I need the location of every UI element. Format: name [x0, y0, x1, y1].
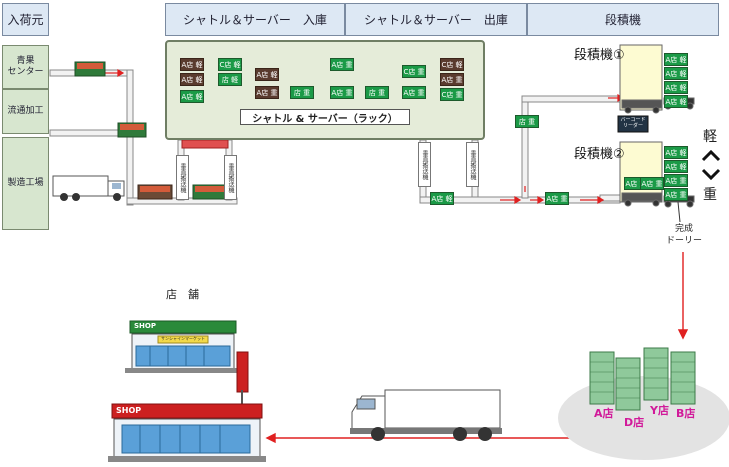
outbound-lift-2: 垂直搬送機: [466, 142, 479, 187]
rack-entrance: [181, 139, 229, 149]
inbound-lift-1: 垂直搬送機: [176, 155, 189, 200]
header-source: 入荷元: [2, 3, 49, 36]
weight-light-label: 軽: [703, 129, 717, 145]
store-name-label: A店: [594, 407, 614, 420]
store-name-label: Y店: [650, 404, 669, 417]
lift-label: 垂直搬送機: [227, 162, 234, 193]
palletizer-2-label: 段積機②: [574, 147, 625, 162]
truck-source: [52, 175, 125, 201]
palletizer-1-tag: A店 軽: [664, 53, 688, 66]
weight-chevrons: [701, 149, 721, 181]
completed-dolly-label: 完成 ドーリー: [665, 224, 702, 246]
delivery-truck: [350, 389, 502, 441]
rack-tag: C店 重: [440, 88, 464, 101]
palletizer-1-tag: A店 軽: [664, 67, 688, 80]
shop-top: [125, 320, 241, 373]
line-tag: A店 軽: [430, 192, 454, 205]
rack-tag: A店 軽: [180, 58, 204, 71]
rack-tag: A店 重: [330, 86, 354, 99]
outbound-lift-1: 垂直搬送機: [418, 142, 431, 187]
source-distribution-label: 流通加工: [7, 105, 44, 116]
dispatch-stacks: [589, 347, 696, 411]
rack-label: シャトル & サーバー（ラック）: [240, 109, 410, 125]
delivery-arrow: [265, 252, 689, 444]
lift-label: 垂直搬送機: [421, 149, 428, 180]
header-outbound: シャトル＆サーバー 出庫: [345, 3, 527, 36]
barcode-reader-label: バーコード リーダー: [620, 117, 646, 129]
rack-tag: A店 軽: [180, 73, 204, 86]
palletizer-2-tag: A店 軽: [664, 160, 688, 173]
palletizer-2-tag: A店 重: [640, 177, 664, 190]
rack-tag: C店 軽: [440, 58, 464, 71]
rack-tag: 店 軽: [218, 73, 242, 86]
header-inbound: シャトル＆サーバー 入庫: [165, 3, 345, 36]
shop-bottom-label: SHOP: [116, 406, 142, 415]
source-distribution: 流通加工: [2, 89, 49, 134]
palletizer-2-tag: A店 軽: [664, 146, 688, 159]
store-title: 店 舗: [166, 288, 199, 301]
produce-crates: [74, 61, 228, 200]
palletizer-1-tag: A店 軽: [664, 81, 688, 94]
shop-top-label: SHOP: [134, 322, 156, 330]
palletizer-2: [619, 141, 695, 208]
rack-tag: A店 軽: [180, 90, 204, 103]
rack-tag: A店 軽: [255, 68, 279, 81]
weight-heavy-label: 重: [703, 187, 717, 203]
source-factory: 製造工場: [2, 137, 49, 230]
palletizer-2-tag: A店 重: [664, 174, 688, 187]
store-name-label: D店: [624, 416, 645, 429]
palletizer-1-label: 段積機①: [574, 48, 625, 63]
line-tag: 店 重: [515, 115, 539, 128]
rack-tag: C店 重: [402, 65, 426, 78]
rack-tag: A店 重: [330, 58, 354, 71]
shop-pole: [236, 351, 249, 393]
rack-tag: A店 重: [440, 73, 464, 86]
source-vegetable-center-label: 青果 センター: [7, 55, 44, 77]
palletizer-2-tag: A店 重: [664, 188, 688, 201]
rack-tag: C店 軽: [218, 58, 242, 71]
shop-bottom: [108, 403, 266, 462]
rack-tag: A店 重: [402, 86, 426, 99]
line-tag: A店 重: [545, 192, 569, 205]
store-name-label: B店: [676, 407, 696, 420]
lift-label: 垂直搬送機: [469, 149, 476, 180]
palletizer-1-tag: A店 軽: [664, 95, 688, 108]
header-palletizer: 段積機: [527, 3, 719, 36]
rack-tag: 店 重: [290, 86, 314, 99]
shop-sign-label: サンシャインマーケット: [161, 336, 205, 341]
source-factory-label: 製造工場: [7, 177, 44, 188]
lift-label: 垂直搬送機: [179, 162, 186, 193]
shuttle-rack: [165, 40, 485, 140]
rack-tag: A店 重: [255, 86, 279, 99]
rack-tag: 店 重: [365, 86, 389, 99]
inbound-lift-2: 垂直搬送機: [224, 155, 237, 200]
source-vegetable-center: 青果 センター: [2, 45, 49, 89]
